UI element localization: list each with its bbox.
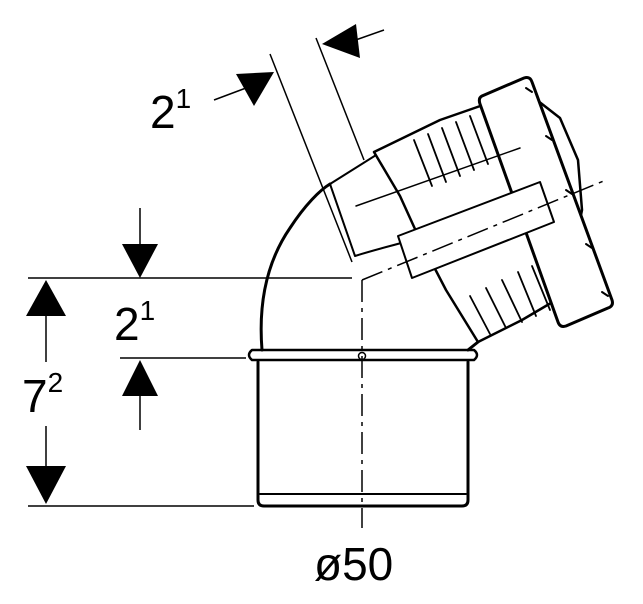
dim-top-offset-sup: 1 xyxy=(176,83,192,114)
coupling-ribs-bottom xyxy=(469,265,551,335)
arrow-up-left-7 xyxy=(26,280,66,316)
arrow-up-mid-2 xyxy=(122,360,158,396)
arrow-angled-left xyxy=(236,72,274,106)
leader-line xyxy=(213,87,247,101)
elbow-inner-join xyxy=(466,340,480,352)
angled-axis xyxy=(361,179,607,281)
dim-top-offset: 21 xyxy=(150,83,191,138)
coupling-band xyxy=(397,181,555,279)
dim-overall-height-sup: 2 xyxy=(48,367,64,398)
dim-vertical-offset-base: 2 xyxy=(114,298,140,350)
dimension-labels: 21 21 72 ø50 xyxy=(22,83,393,590)
elbow-fitting xyxy=(247,76,614,508)
coupling-inner-line xyxy=(355,147,521,207)
arrow-angled-right xyxy=(322,24,360,58)
dim-vertical-offset: 21 xyxy=(114,295,155,350)
dim-vertical-offset-sup: 1 xyxy=(140,295,156,326)
arrowheads xyxy=(26,24,360,504)
elbow-outer-curve xyxy=(259,182,332,352)
arrow-down-top-2 xyxy=(122,244,158,278)
arrow-down-left-7 xyxy=(26,466,66,504)
dim-top-offset-base: 2 xyxy=(150,86,176,138)
center-lines xyxy=(361,179,607,528)
dim-overall-height: 72 xyxy=(22,367,63,422)
extension-line-a xyxy=(269,53,353,263)
dimension-lines xyxy=(28,29,385,507)
spigot-body xyxy=(256,360,470,508)
dim-diameter: ø50 xyxy=(314,538,393,590)
end-cap-teeth xyxy=(525,87,609,297)
dim-overall-height-base: 7 xyxy=(22,370,48,422)
extension-line-b xyxy=(315,37,365,161)
